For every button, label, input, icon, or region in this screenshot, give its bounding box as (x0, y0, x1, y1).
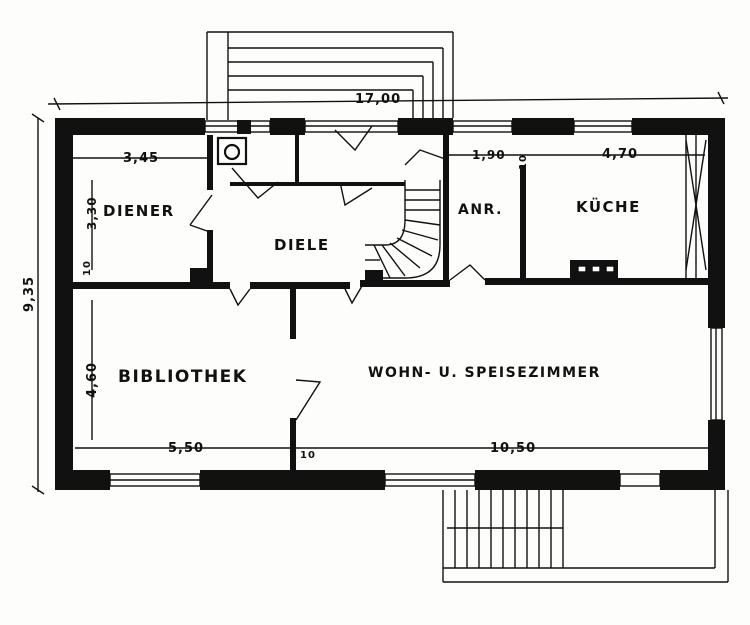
staircase (365, 149, 449, 279)
door-swings (189, 125, 486, 421)
room-label-bibliothek: BIBLIOTHEK (118, 367, 247, 387)
dimension-wall-thickness-a: 10 (82, 260, 93, 276)
dimension-diener-depth: 3,30 (85, 196, 99, 230)
garden-steps (442, 490, 729, 583)
dimension-diener-width: 3,45 (123, 151, 159, 166)
dimension-total-width: 17,00 (355, 92, 401, 107)
windows (57, 120, 723, 487)
dimension-total-depth: 9,35 (22, 276, 37, 312)
outer-walls (55, 118, 725, 490)
interior-walls (73, 120, 708, 470)
dimension-anr-width: 1,90 (472, 148, 506, 162)
kitchen-fixtures (577, 135, 707, 278)
room-label-diele: DIELE (274, 236, 330, 254)
dimension-bibliothek-width: 5,50 (168, 441, 204, 456)
entrance-steps (206, 31, 454, 120)
wc-fixture (216, 136, 248, 166)
dimension-bibliothek-depth: 4,60 (85, 362, 100, 398)
dimension-wall-thickness-b: 10 (300, 450, 316, 461)
room-label-diener: DIENER (103, 202, 175, 220)
dimension-kueche-width: 4,70 (602, 147, 638, 162)
dimension-wohn-width: 10,50 (490, 441, 536, 456)
dimension-wall-thickness-c: 10 (518, 154, 529, 170)
room-label-kueche: KÜCHE (576, 197, 641, 216)
room-label-wohn-speisezimmer: WOHN- U. SPEISEZIMMER (368, 365, 601, 381)
room-label-anr: ANR. (458, 202, 503, 218)
dimension-lines (31, 91, 729, 495)
